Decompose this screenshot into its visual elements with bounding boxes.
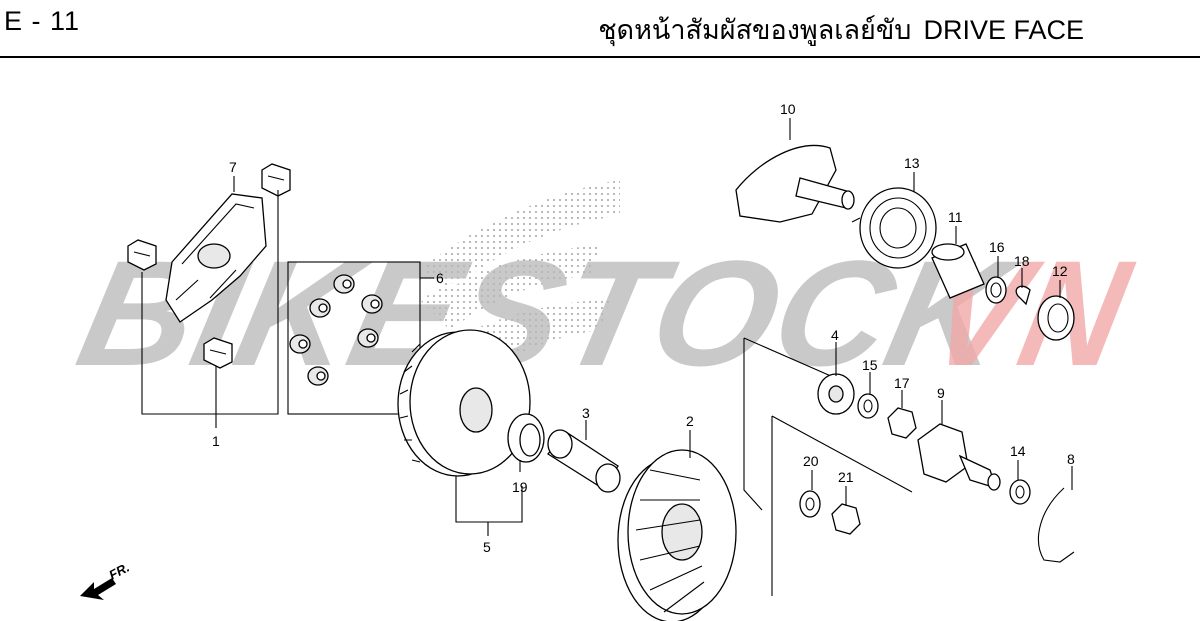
page-title: ชุดหน้าสัมผัสของพูลเลย์ขับ DRIVE FACE (598, 8, 1084, 51)
callout-labels: 1 2 3 4 5 6 7 8 9 10 11 12 13 14 15 16 1… (212, 101, 1075, 555)
leader-lines (233, 118, 1073, 506)
part-driven-gear-9 (917, 423, 1001, 491)
callout-2: 2 (686, 413, 694, 429)
part-ratchet-4 (817, 373, 855, 415)
title-english: DRIVE FACE (923, 15, 1084, 45)
callout-18: 18 (1014, 253, 1030, 269)
part-collar-19 (507, 413, 545, 463)
callout-5: 5 (483, 539, 491, 555)
part-slide-piece-c (203, 337, 233, 369)
callout-1: 1 (212, 433, 220, 449)
part-movable-drive-face (397, 329, 531, 477)
front-direction-marker: FR. (80, 560, 132, 600)
part-drive-face-fan (617, 449, 737, 621)
callout-15: 15 (862, 357, 878, 373)
part-slide-piece-b (127, 239, 157, 271)
callout-8: 8 (1067, 451, 1075, 467)
callout-6: 6 (436, 270, 444, 286)
callout-7: 7 (229, 159, 237, 175)
part-washer-16 (985, 276, 1007, 304)
frame-line-b (771, 415, 913, 596)
callout-13: 13 (904, 155, 920, 171)
callout-20: 20 (803, 453, 819, 469)
part-clip-18 (1015, 285, 1031, 306)
callout-16: 16 (989, 239, 1005, 255)
page-header: E - 11 ชุดหน้าสัมผัสของพูลเลย์ขับ DRIVE F… (0, 0, 1200, 58)
part-washer-14 (1009, 479, 1031, 505)
callout-14: 14 (1010, 443, 1026, 459)
callout-17: 17 (894, 375, 910, 391)
part-collar-11 (931, 243, 985, 299)
leader-part-1 (141, 190, 279, 428)
callout-4: 4 (831, 327, 839, 343)
callout-12: 12 (1052, 263, 1068, 279)
front-arrow-icon (80, 578, 116, 600)
part-kick-spindle (735, 144, 855, 223)
part-slide-piece-a (261, 163, 291, 197)
page-code: E - 11 (4, 6, 81, 36)
part-washer-20 (799, 490, 821, 518)
part-spring-13 (851, 187, 937, 269)
part-nut-17 (887, 407, 917, 439)
brand-wing-watermark (420, 180, 620, 375)
callout-3: 3 (582, 405, 590, 421)
part-seal-12 (1037, 295, 1075, 341)
callout-10: 10 (780, 101, 796, 117)
part-spring-clip-8 (1037, 487, 1075, 563)
part-nut-21 (831, 503, 861, 535)
title-thai: ชุดหน้าสัมผัสของพูลเลย์ขับ (598, 15, 912, 45)
callout-19: 19 (512, 479, 528, 495)
callout-11: 11 (948, 209, 963, 225)
part-sleeve-3 (547, 429, 621, 493)
callout-9: 9 (937, 385, 945, 401)
frame-line-a (743, 337, 841, 511)
part-ramp-plate (165, 193, 267, 323)
callout-21: 21 (838, 469, 854, 485)
weight-rollers (289, 274, 383, 386)
part-washer-15 (857, 393, 879, 419)
leader-part-5 (455, 476, 523, 536)
